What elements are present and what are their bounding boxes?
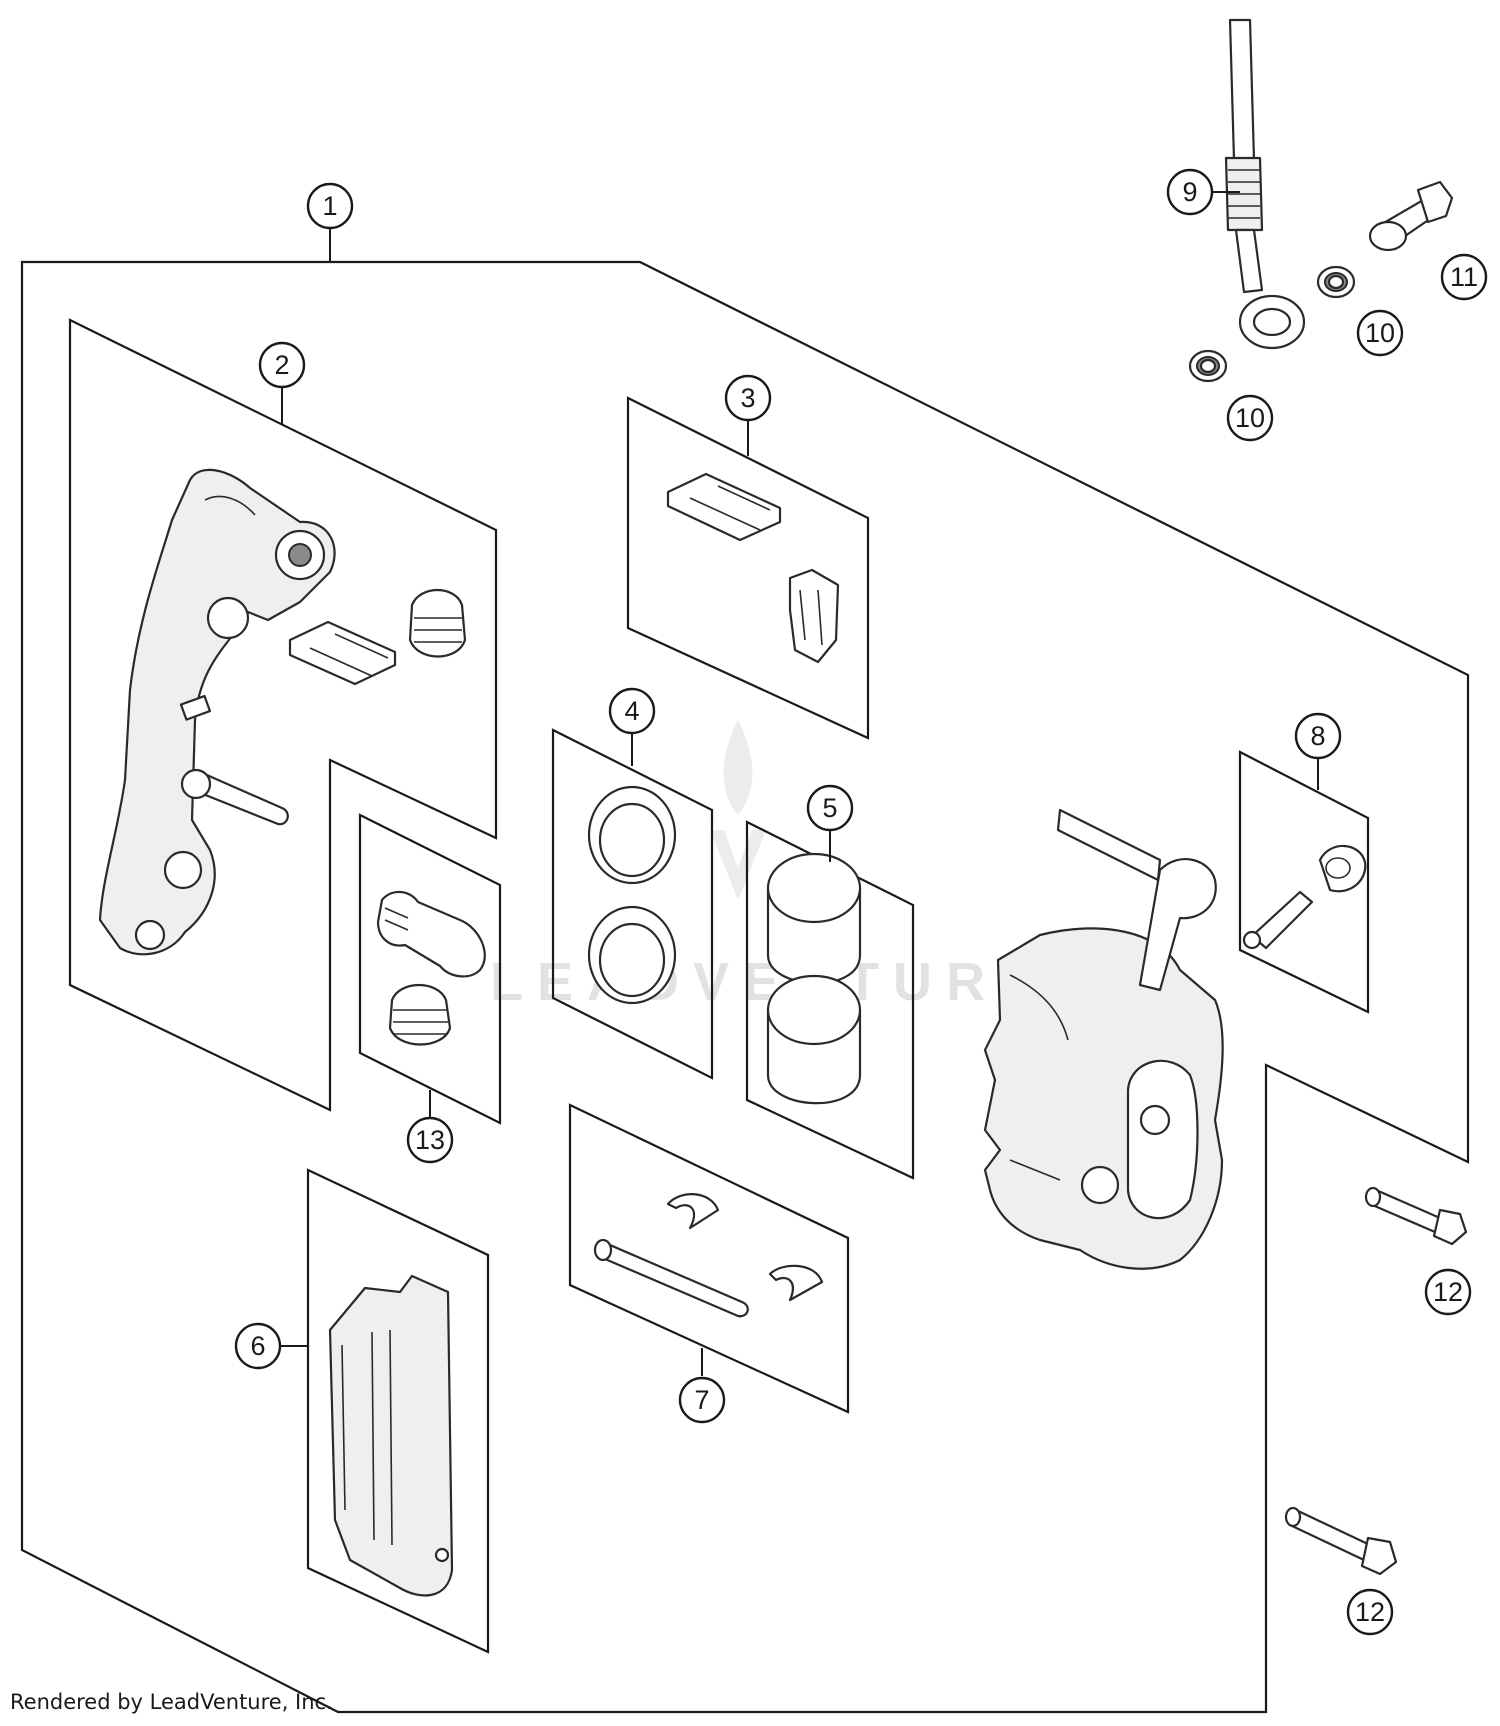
brake-line-part [1224, 18, 1306, 350]
credit-text: Rendered by LeadVenture, Inc. [10, 1690, 333, 1714]
frame-assembly-1 [20, 260, 1470, 1714]
svg-text:3: 3 [740, 383, 755, 413]
caliper-housing-part [983, 808, 1224, 1270]
svg-text:12: 12 [1355, 1597, 1385, 1627]
piston-seal-part [587, 785, 677, 1005]
callout-12-lower: 12 [1346, 1588, 1394, 1636]
frame-kit-6 [306, 1168, 490, 1654]
pad-retainer-part [788, 568, 840, 664]
callout-10-upper: 10 [1356, 309, 1404, 357]
svg-text:8: 8 [1310, 721, 1325, 751]
svg-text:12: 12 [1433, 1277, 1463, 1307]
callout-8: 8 [1294, 712, 1342, 760]
frame-kit-8 [1238, 750, 1370, 1014]
svg-text:11: 11 [1450, 262, 1478, 292]
watermark-text: LEADVENTURE [490, 952, 1049, 1012]
washer-upper-part [1316, 265, 1356, 299]
callout-7: 7 [678, 1376, 726, 1424]
frame-kit-3 [626, 396, 870, 740]
bleeder-valve-part [1242, 890, 1314, 950]
slide-pin-part [376, 890, 486, 978]
callout-6: 6 [234, 1322, 282, 1370]
callout-11: 11 [1440, 253, 1488, 301]
brake-pad-part [328, 1274, 454, 1597]
callout-12-upper: 12 [1424, 1268, 1472, 1316]
callout-10-lower: 10 [1226, 394, 1274, 442]
svg-text:1: 1 [322, 191, 337, 221]
bracket-clip-part [288, 620, 397, 686]
caliper-piston-part [766, 852, 862, 1105]
callout-1: 1 [306, 182, 354, 230]
pad-pin-part [593, 1238, 749, 1318]
svg-text:10: 10 [1365, 318, 1395, 348]
frame-kit-2 [68, 318, 498, 1112]
caliper-bolt-upper-part [1364, 1186, 1468, 1246]
cotter-pin-lower-part [768, 1264, 824, 1302]
watermark: LEADVENTURE [490, 720, 1049, 1012]
callout-4: 4 [608, 687, 656, 735]
callout-13: 13 [406, 1116, 454, 1164]
bleeder-cap-part [1318, 844, 1367, 893]
svg-text:2: 2 [274, 350, 289, 380]
callout-9: 9 [1166, 168, 1214, 216]
watermark-logo-icon [710, 720, 766, 900]
svg-text:5: 5 [822, 793, 837, 823]
svg-text:4: 4 [624, 696, 639, 726]
bracket-boot-part [408, 589, 467, 658]
frame-kit-13 [358, 813, 502, 1125]
leader-lines [280, 191, 1319, 1376]
slide-pin-boot-part [388, 983, 452, 1046]
washer-lower-part [1188, 349, 1228, 383]
callout-2: 2 [258, 341, 306, 389]
svg-text:9: 9 [1182, 177, 1197, 207]
cotter-pin-upper-part [666, 1193, 720, 1230]
callout-3: 3 [724, 374, 772, 422]
svg-text:7: 7 [694, 1385, 709, 1415]
frame-kit-4 [551, 728, 714, 1080]
caliper-bracket-part [98, 468, 336, 956]
banjo-bolt-part [1368, 180, 1454, 252]
frame-kit-7 [568, 1103, 850, 1414]
svg-text:13: 13 [415, 1125, 445, 1155]
svg-text:6: 6 [250, 1331, 265, 1361]
svg-text:10: 10 [1235, 403, 1265, 433]
callout-5: 5 [806, 784, 854, 832]
caliper-bolt-lower-part [1284, 1506, 1398, 1576]
pad-spring-part [666, 472, 782, 542]
